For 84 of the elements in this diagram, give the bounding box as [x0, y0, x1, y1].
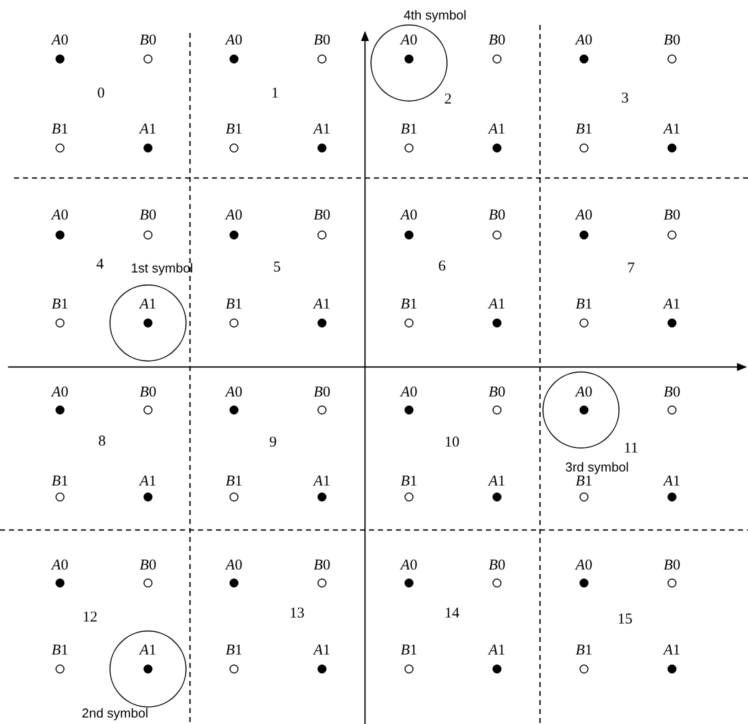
point-label: B1: [400, 298, 418, 312]
point-label: B1: [226, 474, 242, 490]
point-label: A1: [314, 644, 330, 658]
point-label: A0: [52, 558, 68, 574]
region-number: 4: [96, 258, 104, 272]
point-label: B0: [488, 386, 506, 400]
point-label: A0: [576, 558, 592, 574]
point-label: A1: [140, 298, 156, 312]
region-number: 11: [624, 442, 638, 456]
point-label: A1: [488, 644, 506, 658]
region-number: 8: [98, 434, 106, 450]
region-number: 2: [444, 92, 452, 108]
point-label: A0: [400, 386, 418, 400]
point-label: B1: [576, 298, 592, 312]
point-label: B0: [664, 34, 680, 48]
point-label: B0: [664, 208, 680, 224]
point-label: B0: [314, 558, 330, 574]
symbol-label: 3rd symbol: [565, 460, 629, 474]
point-label: A0: [400, 558, 418, 574]
point-label: A1: [664, 122, 680, 138]
point-label: A0: [226, 34, 242, 48]
point-label: B0: [664, 386, 680, 400]
point-label: A1: [664, 644, 680, 658]
region-number: 7: [627, 262, 635, 276]
point-label: B1: [52, 298, 68, 312]
region-number: 12: [82, 610, 98, 626]
symbol-label: 4th symbol: [404, 8, 466, 22]
point-label: A1: [664, 298, 680, 312]
point-label: B1: [226, 298, 242, 312]
point-label: B1: [400, 644, 418, 658]
point-label: B1: [226, 122, 242, 138]
point-label: B1: [52, 122, 68, 138]
region-number: 0: [97, 86, 105, 102]
point-label: B0: [488, 208, 506, 224]
point-label: A0: [576, 34, 592, 48]
point-label: A1: [314, 122, 330, 138]
region-number: 10: [444, 436, 460, 450]
region-number: 1: [271, 86, 279, 102]
point-label: B1: [226, 644, 242, 658]
point-label: A1: [314, 298, 330, 312]
point-label: B0: [140, 208, 156, 224]
point-label: B0: [314, 208, 330, 224]
point-label: B0: [664, 558, 680, 574]
point-label: A1: [488, 122, 506, 138]
point-label: B0: [140, 558, 156, 574]
point-label: A0: [576, 208, 592, 224]
point-label: A1: [140, 122, 156, 138]
point-label: A0: [52, 208, 68, 224]
point-label: A0: [52, 386, 68, 400]
point-label: A0: [226, 386, 242, 400]
region-number: 15: [618, 612, 632, 628]
point-label: A1: [488, 298, 506, 312]
point-label: B1: [576, 474, 592, 490]
point-label: A1: [664, 474, 680, 490]
region-number: 3: [621, 92, 629, 106]
region-number: 9: [269, 436, 277, 450]
point-label: B0: [488, 558, 506, 574]
point-label: A1: [488, 474, 506, 490]
point-label: B1: [400, 122, 418, 138]
point-label: A1: [314, 474, 330, 490]
point-label: B0: [140, 34, 156, 48]
symbol-label: 2nd symbol: [82, 706, 148, 720]
point-label: B0: [314, 386, 330, 400]
point-label: A1: [140, 644, 156, 658]
point-label: B1: [52, 474, 68, 490]
region-number: 14: [444, 606, 460, 622]
point-label: B1: [400, 474, 418, 490]
point-label: A0: [576, 386, 592, 400]
region-number: 6: [438, 260, 446, 274]
symbol-label: 1st symbol: [130, 262, 194, 274]
region-number: 13: [290, 606, 304, 622]
region-number: 5: [273, 260, 281, 276]
point-label: B0: [140, 386, 156, 400]
point-label: B1: [576, 122, 592, 138]
point-label: A0: [52, 34, 68, 48]
point-label: A0: [226, 208, 242, 224]
point-label: B1: [576, 644, 592, 658]
point-label: B0: [314, 34, 330, 48]
point-label: A0: [400, 34, 418, 48]
point-label: B1: [52, 644, 68, 658]
point-label: B0: [488, 34, 506, 48]
point-label: A0: [400, 208, 418, 224]
point-label: A1: [140, 474, 156, 490]
point-label: A0: [226, 558, 242, 574]
